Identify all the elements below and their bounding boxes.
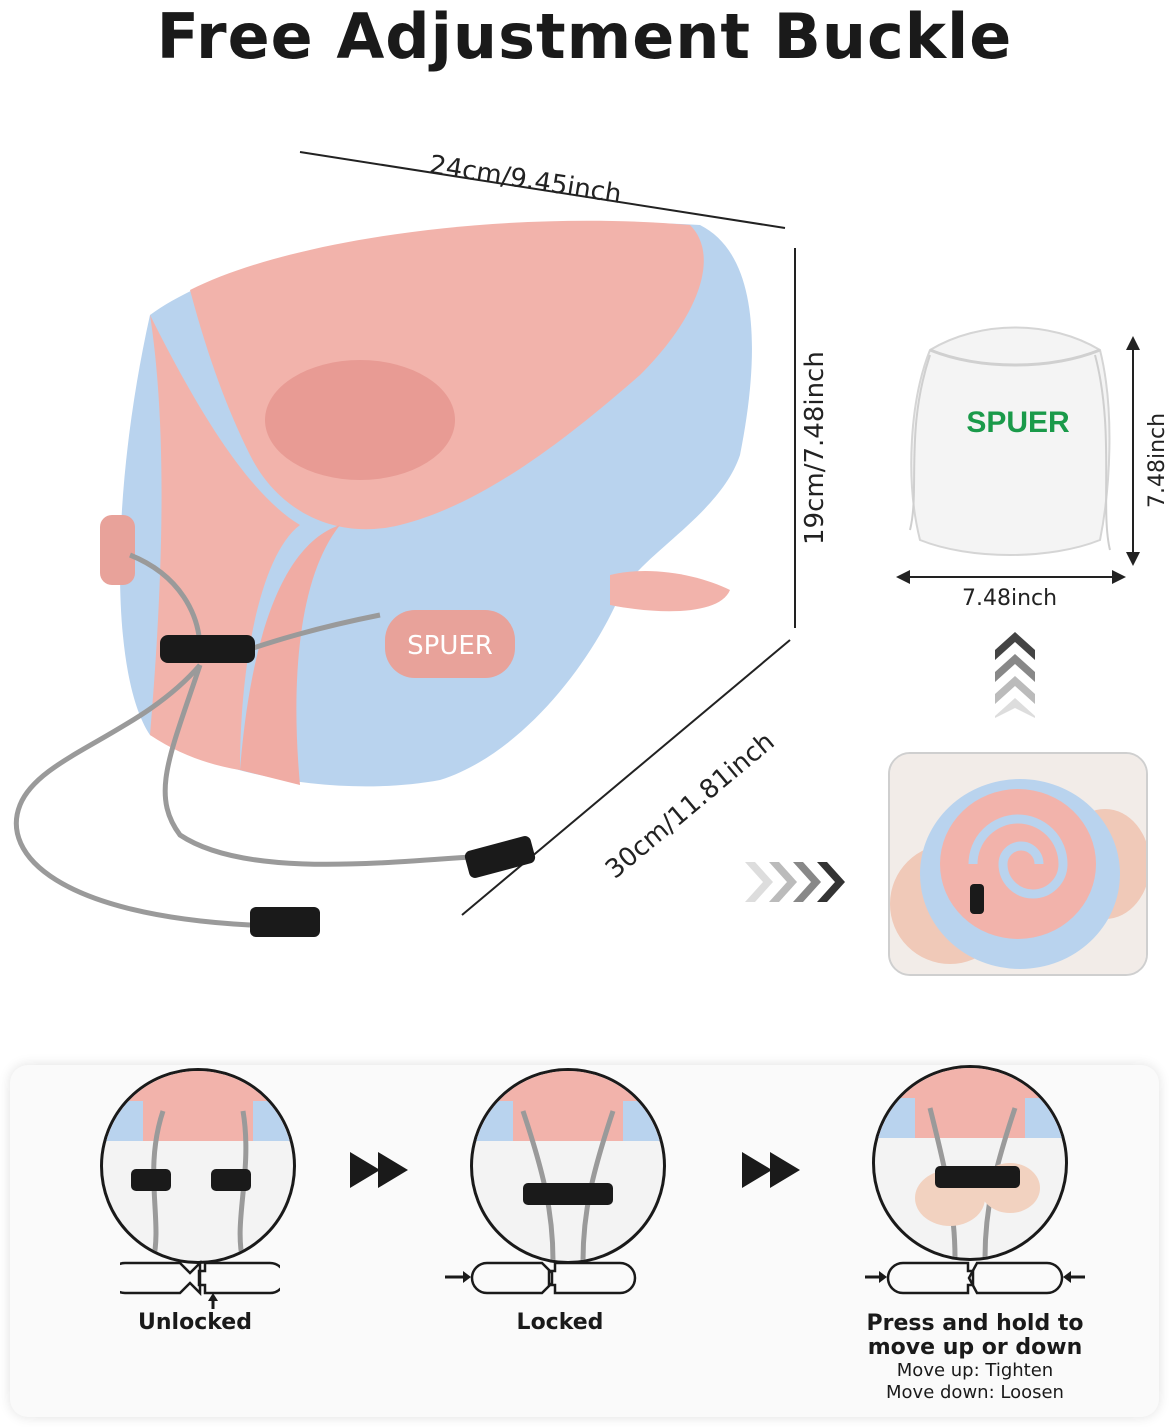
depth-dimension-line	[461, 639, 791, 916]
step-press-line1: Press and hold to	[866, 1311, 1084, 1336]
note-move-up: Move up: Tighten	[896, 1360, 1054, 1381]
chevron-up-icon	[995, 632, 1035, 718]
double-arrow-icon	[350, 1152, 408, 1188]
step-press-label: Press and hold to move up or down	[855, 1312, 1095, 1360]
cord-end-left	[250, 907, 320, 937]
note-move-down: Move down: Loosen	[886, 1382, 1064, 1403]
dimension-lines	[299, 151, 1140, 916]
page-title: Free Adjustment Buckle	[156, 0, 1013, 73]
step-unlocked-image	[100, 1068, 296, 1264]
unlocked-diagram	[120, 1259, 280, 1309]
locked-diagram	[445, 1261, 637, 1295]
neck-pillow-image: SPUER	[13, 220, 752, 937]
pillow-brand-text: SPUER	[407, 631, 493, 661]
bag-height-label: 7.48inch	[1145, 412, 1169, 508]
step-press-notes: Move up: Tighten Move down: Loosen	[855, 1360, 1095, 1404]
step-press-line2: move up or down	[867, 1335, 1083, 1360]
step-locked-label: Locked	[516, 1310, 604, 1335]
pillow-badge	[385, 610, 515, 678]
double-arrow-icon	[742, 1152, 800, 1188]
press-diagram	[865, 1261, 1085, 1295]
chevron-right-icon	[745, 862, 845, 902]
cord-buckle	[160, 635, 255, 663]
rolled-pillow-image	[888, 752, 1148, 976]
storage-bag-image: SPUER	[909, 326, 1111, 556]
width-dimension-line	[299, 151, 786, 229]
step-press-image	[872, 1065, 1068, 1261]
step-unlocked-label: Unlocked	[138, 1310, 252, 1335]
bag-width-label: 7.48inch	[962, 586, 1058, 611]
bag-brand-text: SPUER	[966, 406, 1070, 439]
pillow-height-label: 19cm/7.48inch	[800, 351, 830, 545]
cord-end-right	[464, 836, 536, 878]
step-locked-image	[470, 1068, 666, 1264]
